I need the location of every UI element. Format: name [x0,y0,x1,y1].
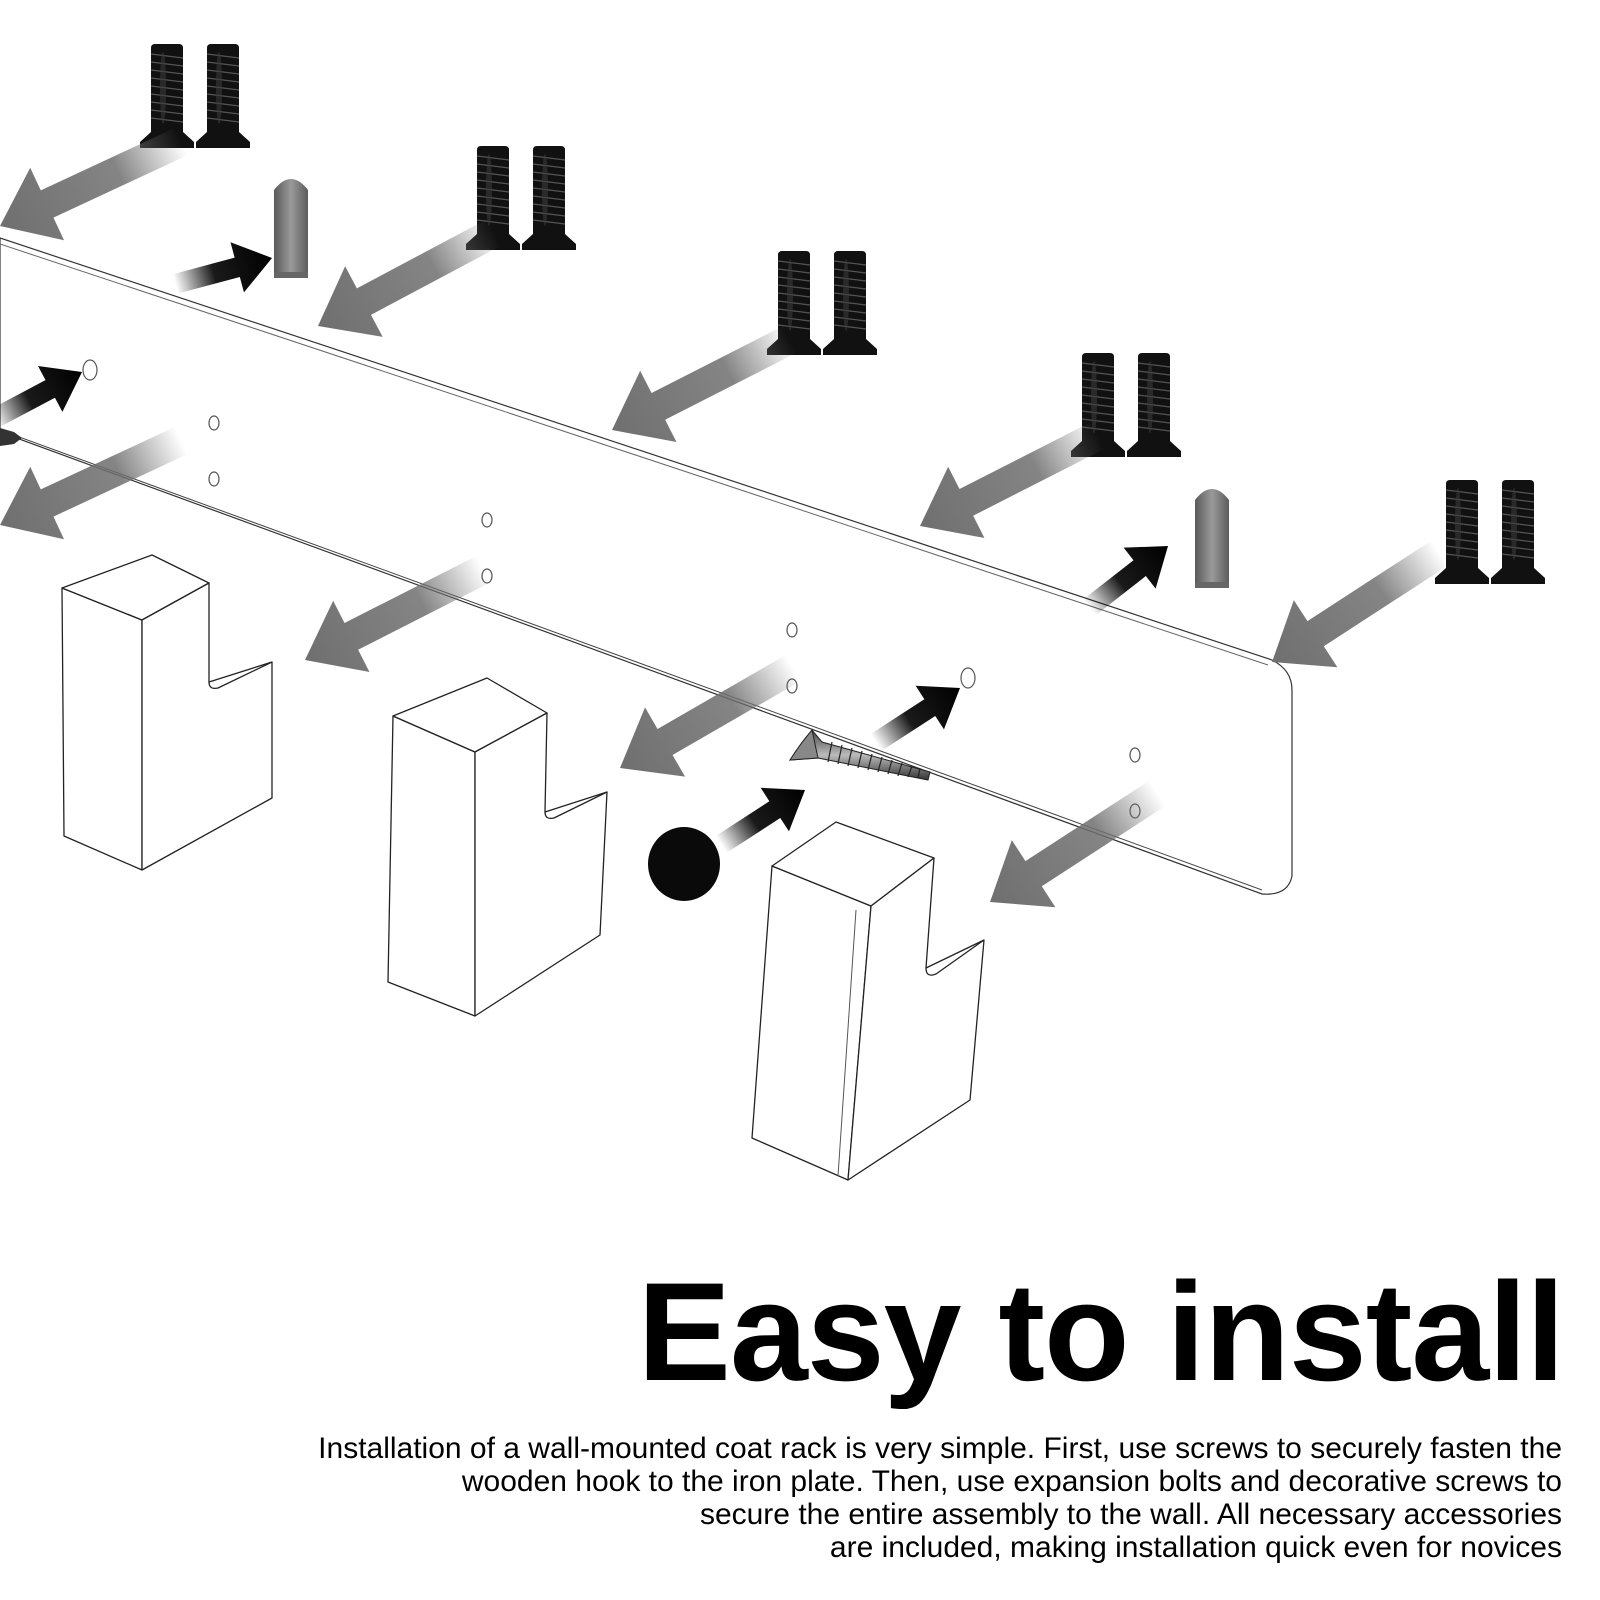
description-line-1: Installation of a wall-mounted coat rack… [318,1432,1562,1465]
iron-plate [0,237,1293,895]
description-line-4: are included, making installation quick … [829,1531,1562,1564]
description: Installation of a wall-mounted coat rack… [112,1432,1562,1564]
wood-screw [788,728,931,781]
wooden-hook-3 [751,821,985,1181]
screw-pair-5 [1434,479,1546,585]
wall-hole-right [960,667,976,689]
description-line-2: wooden hook to the iron plate. Then, use… [461,1465,1562,1498]
wooden-hook-2 [387,677,608,1017]
screw-pair-1 [139,43,251,149]
wall-screw-left [0,428,22,446]
page-title: Easy to install [637,1253,1565,1410]
decorative-cap [648,827,720,901]
wooden-hook-1 [61,554,273,871]
wall-anchor-right [1195,489,1229,588]
installation-diagram [0,43,1546,1181]
wall-hole-left [82,359,98,381]
wall-anchor-left [274,179,308,278]
description-line-3: secure the entire assembly to the wall. … [699,1498,1562,1531]
